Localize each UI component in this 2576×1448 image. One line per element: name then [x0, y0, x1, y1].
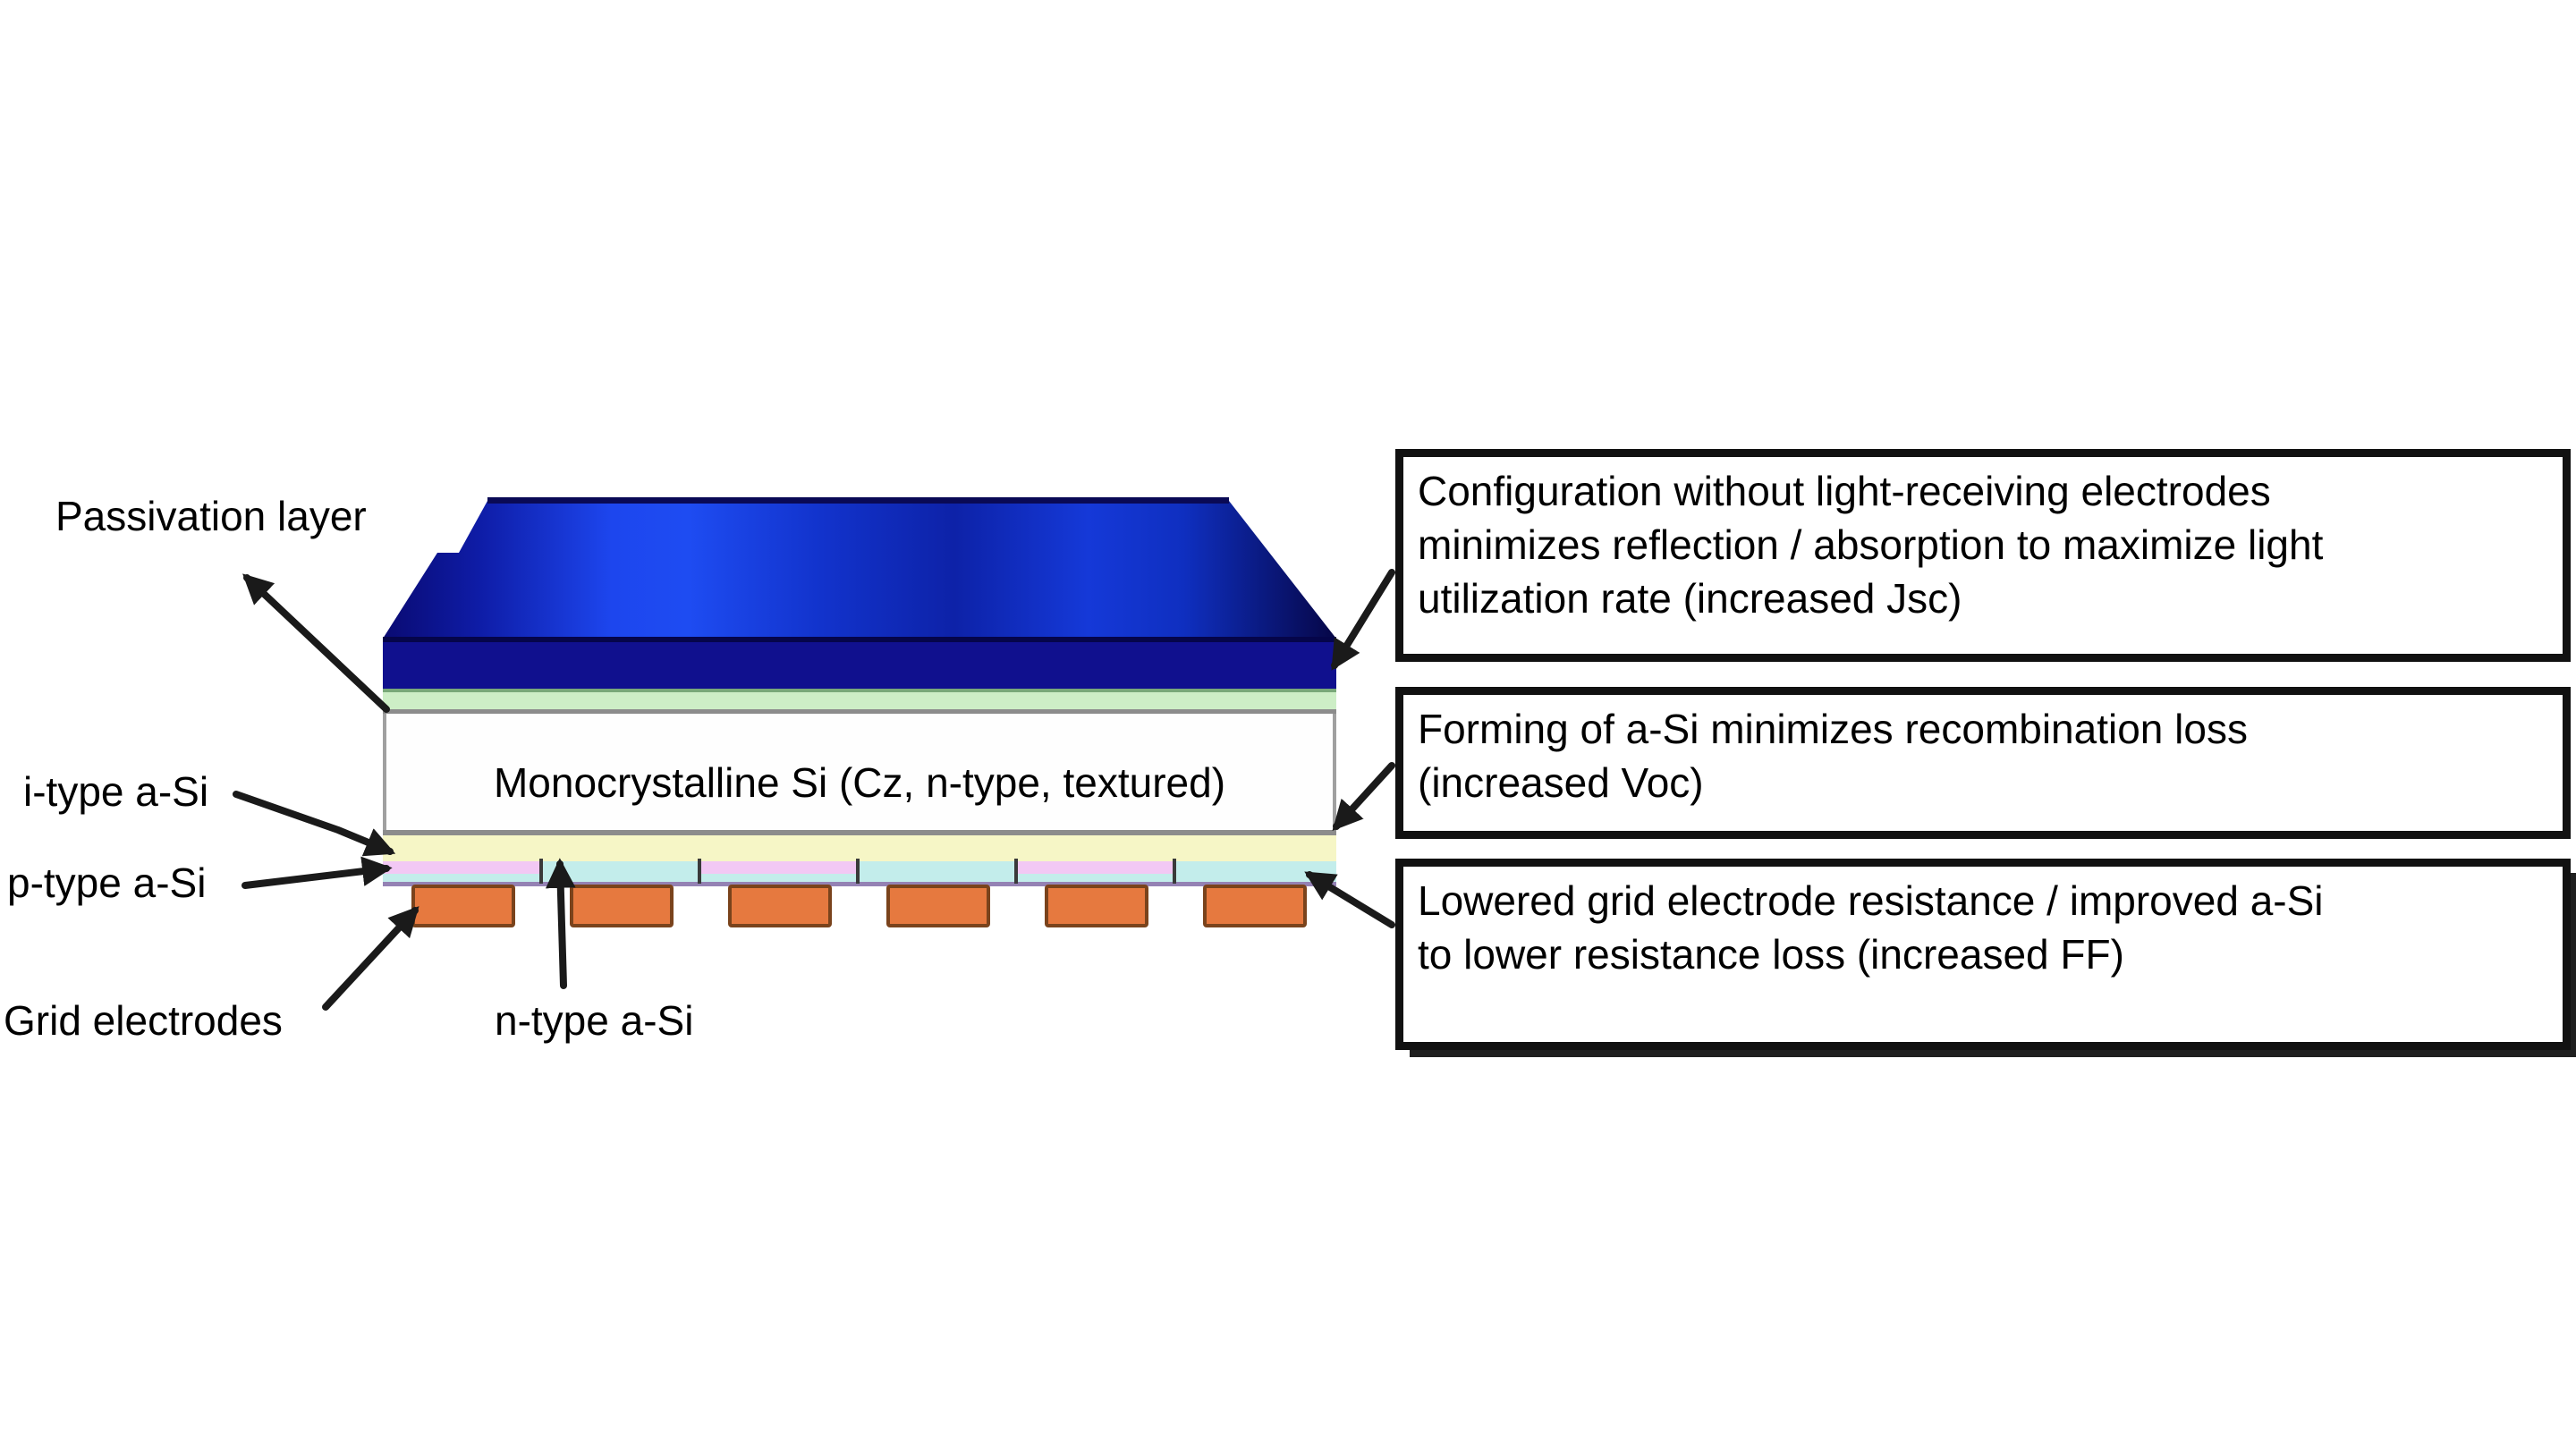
si-substrate-left-edge	[383, 714, 386, 835]
passivation-top-edge	[383, 689, 1336, 692]
annotation-line: Configuration without light-receiving el…	[1418, 468, 2271, 514]
passivation-bottom-edge	[383, 709, 1336, 714]
n-type-label: n-type a-Si	[495, 997, 694, 1044]
annotation-line: utilization rate (increased Jsc)	[1418, 575, 1962, 622]
n-type-segment	[541, 861, 699, 874]
p-type-segment	[383, 861, 541, 874]
grid-electrode	[728, 885, 832, 927]
annotation-box-jsc: Configuration without light-receiving el…	[1395, 449, 2571, 662]
annotation-box-ff: Lowered grid electrode resistance / impr…	[1395, 859, 2571, 1050]
blue-textured-surface	[383, 501, 1336, 639]
si-substrate-right-edge	[1333, 714, 1336, 835]
grid-electrode	[411, 885, 515, 927]
annotation-line: (increased Voc)	[1418, 759, 1704, 806]
annotation-line: to lower resistance loss (increased FF)	[1418, 931, 2124, 978]
annotation-line: Lowered grid electrode resistance / impr…	[1418, 877, 2324, 924]
grid-electrode	[1045, 885, 1148, 927]
grid-electrode	[1203, 885, 1307, 927]
annotation-box-voc: Forming of a-Si minimizes recombination …	[1395, 687, 2571, 839]
n-type-segment	[858, 861, 1016, 874]
front-navy-band	[383, 637, 1336, 689]
si-substrate	[383, 714, 1336, 835]
grid-electrode	[570, 885, 674, 927]
p-type-arrow	[242, 856, 393, 889]
i-type-layer	[383, 835, 1336, 861]
p-type-segment	[699, 861, 858, 874]
grid-electrodes-arrow	[322, 906, 419, 1011]
surface-top-edge-line	[487, 497, 1229, 504]
segment-divider	[856, 859, 860, 884]
navy-band-top-line	[383, 637, 1336, 642]
passivation-layer-label: Passivation layer	[55, 493, 367, 539]
jsc-annotation-arrow	[1331, 569, 1395, 671]
i-type-arrow	[233, 791, 396, 857]
segment-underline	[383, 882, 1336, 886]
i-type-label: i-type a-Si	[23, 768, 209, 815]
passivation-arrow	[242, 573, 390, 713]
voc-annotation-arrow	[1332, 762, 1395, 831]
si-substrate-bottom-line	[383, 830, 1336, 835]
segment-divider	[1014, 859, 1018, 884]
annotation-line: Forming of a-Si minimizes recombination …	[1418, 706, 2248, 752]
n-type-segment	[1174, 861, 1336, 874]
p-type-segment	[1016, 861, 1174, 874]
p-type-label: p-type a-Si	[7, 859, 207, 906]
substrate-label: Monocrystalline Si (Cz, n-type, textured…	[493, 759, 1226, 806]
segment-divider	[539, 859, 543, 884]
grid-electrodes-label: Grid electrodes	[4, 997, 283, 1044]
annotation-line: minimizes reflection / absorption to max…	[1418, 521, 2324, 568]
grid-electrode	[886, 885, 990, 927]
ff-annotation-arrow	[1304, 871, 1395, 928]
segment-divider	[1173, 859, 1176, 884]
n-type-arrow	[545, 858, 576, 989]
segment-divider	[698, 859, 701, 884]
